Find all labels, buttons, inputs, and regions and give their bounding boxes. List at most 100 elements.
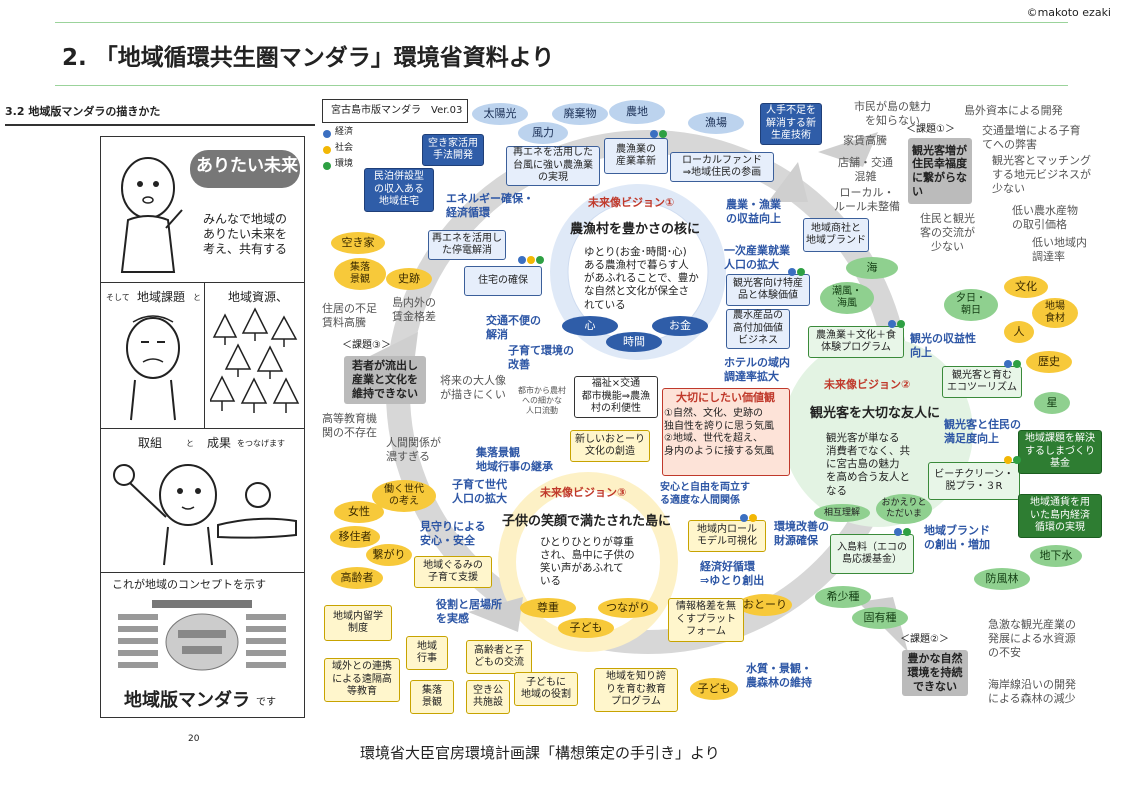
box-experience-program: 農漁業＋文化＋食 体験プログラム [808, 326, 904, 358]
page-number: 20 [188, 734, 200, 744]
box-beach-clean: ビーチクリーン・ 脱プラ・３R [928, 462, 1020, 500]
box-education-program: 地域を知り誇 りを育む教育 プログラム [594, 668, 678, 712]
outcome-energy: エネルギー確保・ 経済循環 [446, 192, 534, 219]
resource-groundwater: 地下水 [1030, 545, 1082, 567]
category-dot [903, 528, 911, 536]
legend-dot-environment [323, 162, 331, 170]
box-island-fund: 地域課題を解決 するしまづくり 基金 [1018, 430, 1102, 474]
outcome-childcare-env: 子育て環境の 改善 [508, 344, 574, 371]
box-ecotourism: 観光客と育む エコツーリズム [942, 366, 1022, 398]
category-dot [1004, 456, 1012, 464]
speech-bubble-text: ありたい未来 [196, 156, 298, 176]
resource-endemic-species: 固有種 [852, 607, 908, 629]
box-role-model: 地域内ロール モデル可視化 [688, 520, 766, 552]
outcome-satisfaction: 観光客と住民の 満足度向上 [944, 418, 1021, 445]
issue-text-outside-capital: 島外資本による開発 [964, 104, 1063, 117]
box-minpaku-house: 民泊併設型 の収入ある 地域住宅 [364, 168, 434, 212]
outcome-child-generation: 子育て世代 人口の拡大 [452, 478, 507, 505]
outcome-safety: 見守りによる 安心・安全 [420, 520, 486, 547]
copyright: ©makoto ezaki [1026, 6, 1111, 19]
vision3-pill-respect: 尊重 [520, 598, 576, 618]
resource-connections: 繋がり [366, 544, 412, 566]
outcome-agri-profit: 農業・漁業 の収益向上 [726, 198, 781, 225]
vision1-pill-heart: 心 [562, 316, 618, 336]
issue-text-population-flow: 都市から農村 への細かな 人口流動 [518, 386, 566, 415]
vision2-heading: 未来像ビジョン② [824, 378, 911, 391]
category-dot [536, 256, 544, 264]
outcome-water-forest: 水質・景観・ 農森林の維持 [746, 662, 812, 689]
vision1-body: ゆとり(お金･時間･心) ある農漁村で暮らす人 があふれることで、豊か な自然と… [584, 246, 699, 311]
legend-item-economy: 経済 [335, 127, 354, 137]
vision1-pill-time: 時間 [606, 332, 662, 352]
issue-text-higher-edu: 高等教育機 関の不存在 [322, 412, 377, 439]
legend-item-environment: 環境 [335, 159, 354, 169]
box-renewable-outage: 再エネを活用し た停電解消 [428, 230, 506, 260]
issue-text-water: 急激な観光産業の 発展による水資源 の不安 [988, 618, 1076, 659]
cell3-suffix: をつなげます [237, 439, 285, 448]
page-title: 2. 「地域循環共生圏マンダラ」環境省資料より [62, 45, 555, 71]
issue-text-traffic: 交通量増による子育 てへの弊害 [982, 124, 1081, 151]
issue-text-housing: 住居の不足 賃料高騰 [322, 302, 377, 329]
issue-text-rent: 家賃高騰 [843, 134, 887, 147]
speech-bubble [190, 150, 300, 188]
vision3-title: 子供の笑顔で満たされた島に [502, 514, 672, 529]
issue1-label: ＜課題①＞ [906, 124, 955, 135]
box-local-events: 地域 行事 [406, 636, 448, 670]
resource-farmland: 農地 [609, 100, 665, 124]
resource-elderly: 高齢者 [331, 567, 383, 589]
box-public-facilities: 空き公 共施設 [466, 680, 510, 714]
resource-culture: 文化 [1004, 276, 1048, 298]
box-local-fund: ローカルファンド ⇒地域住民の参画 [670, 152, 774, 182]
section-heading: 3.2 地域版マンダラの描きかた [5, 105, 161, 118]
category-dot [1013, 456, 1021, 464]
issue3-label: ＜課題③＞ [342, 340, 391, 351]
outcome-relationships: 安心と自由を両立す る適度な人間関係 [660, 482, 750, 506]
header-bottom-rule [55, 85, 1068, 86]
left-panel-frame [100, 136, 305, 718]
issue-text-congestion: 店舗・交通 混雑 [838, 156, 893, 183]
issue-text-matching: 観光客とマッチング する地元ビジネスが 少ない [992, 154, 1091, 195]
resource-waste: 廃棄物 [552, 103, 608, 125]
resource-vacant-house: 空き家 [331, 232, 385, 254]
outcome-tourism-profit: 観光の収益性 向上 [910, 332, 976, 359]
category-dot [897, 320, 905, 328]
box-community-childcare: 地域ぐるみの 子育て支援 [414, 556, 492, 588]
issue-text-dense-relations: 人間関係が 濃すぎる [386, 436, 441, 463]
vision2-pill-mutual: 相互理解 [814, 504, 870, 522]
category-dot [740, 514, 748, 522]
issue-text-low-procurement: 低い地域内 調達率 [1032, 236, 1087, 263]
legend-title: 宮古島市版マンダラ Ver.03 [331, 105, 463, 116]
category-dot [1013, 360, 1021, 368]
vision3-pill-children: 子ども [558, 618, 614, 638]
left-panel-vdivider [204, 282, 205, 428]
vision3-pill-connection: つながり [598, 598, 658, 618]
box-typhoon-agri: 再エネを活用した 台風に強い農漁業 の実現 [506, 146, 600, 186]
issue-text-forest-loss: 海岸線沿いの開発 による森林の減少 [988, 678, 1076, 705]
legend-item-society: 社会 [335, 143, 354, 153]
cell3-label-result: 成果 [207, 436, 232, 450]
resource-children: 子ども [690, 678, 738, 700]
box-tourist-products: 観光客向け特産 品と体験価値 [726, 274, 810, 306]
resource-otori: おとーり [738, 594, 792, 616]
box-entry-fee: 入島料（エコの 島応援基金） [830, 534, 914, 574]
resource-windbreak-forest: 防風林 [974, 568, 1030, 590]
resource-solar: 太陽光 [472, 103, 528, 125]
outcome-brand: 地域ブランド の創出・増加 [924, 524, 990, 551]
category-dot [797, 268, 805, 276]
legend-dot-economy [323, 130, 331, 138]
outcome-primary-workers: 一次産業就業 人口の拡大 [724, 244, 790, 271]
category-dot [659, 130, 667, 138]
left-panel-divider-1 [100, 282, 305, 283]
resource-sea-breeze: 潮風・ 海風 [820, 282, 874, 314]
vision3-body: ひとりひとりが尊重 され、島中に子供の 笑い声があふれて いる [540, 536, 635, 588]
worried-face-illustration [126, 315, 180, 421]
resource-sea: 海 [846, 257, 898, 279]
cell4-suffix: です [256, 697, 276, 708]
issue1-box: 観光客増が 住民幸福度 に繋がらな い [908, 138, 972, 204]
cell2-label-resources: 地域資源、 [228, 290, 289, 304]
category-dot [518, 256, 526, 264]
outcome-hotel-procurement: ホテルの域内 調達率拡大 [724, 356, 790, 383]
resource-historic-site: 史跡 [386, 268, 432, 290]
vision1-title: 農漁村を豊かさの核に [570, 222, 701, 237]
legend-dot-society [323, 146, 331, 154]
